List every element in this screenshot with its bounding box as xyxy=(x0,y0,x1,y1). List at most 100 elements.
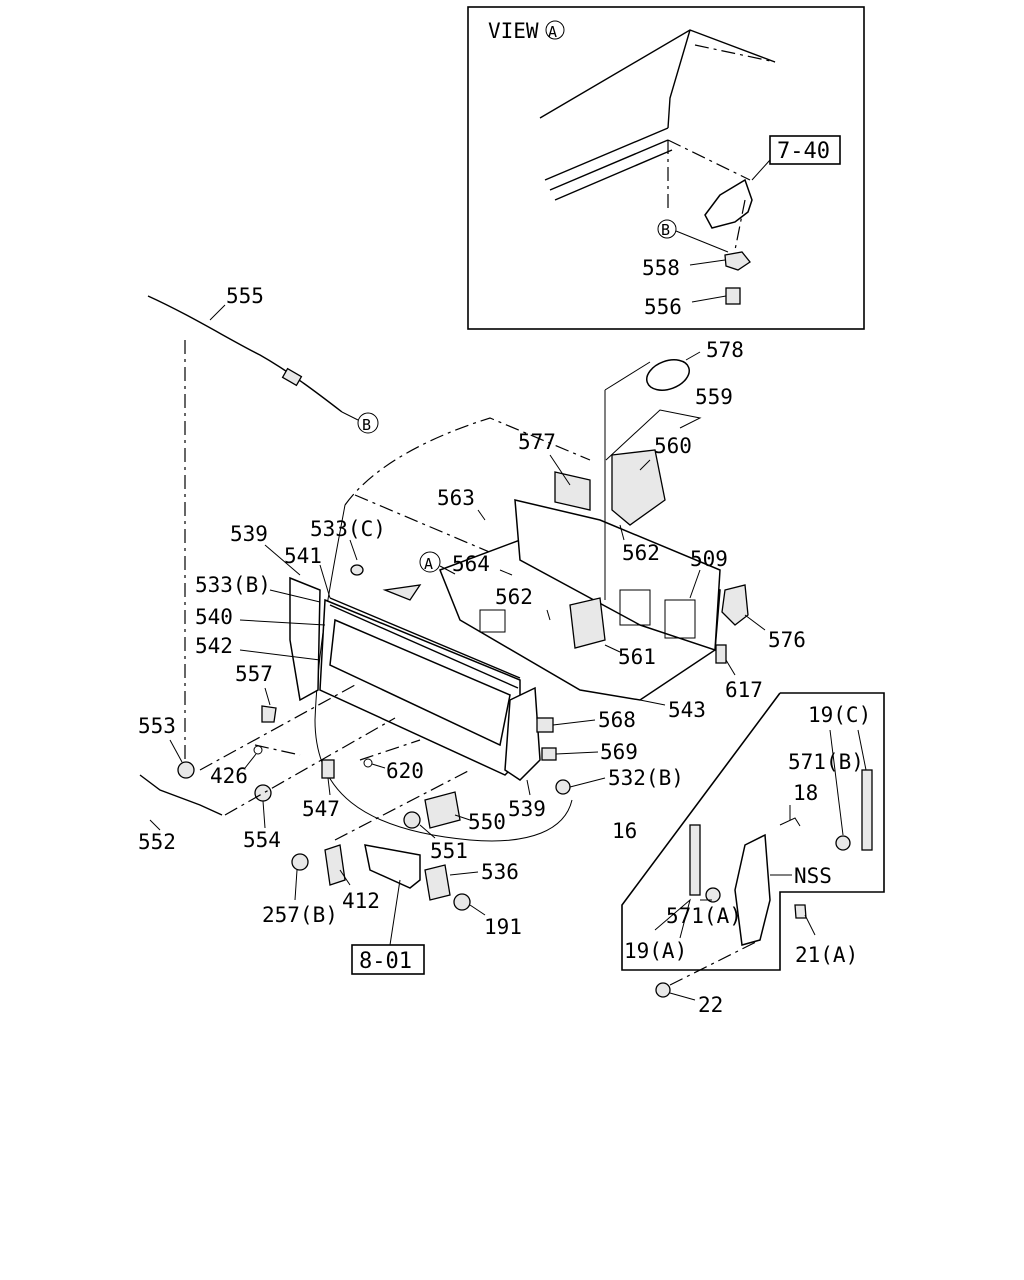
label-564: 564 xyxy=(452,552,490,576)
leader-539b xyxy=(526,779,531,796)
leader-556 xyxy=(691,295,727,303)
label-617: 617 xyxy=(725,678,763,702)
label-562b: 562 xyxy=(495,585,533,609)
marker-a: A xyxy=(424,555,433,573)
leader-801 xyxy=(389,879,401,946)
inset-dash-down xyxy=(734,199,746,251)
label-551: 551 xyxy=(430,839,468,863)
leader-620 xyxy=(371,763,386,769)
inset-marker-b-circle xyxy=(657,219,677,239)
inset-bracket xyxy=(704,178,753,229)
inset-cab-edge-2 xyxy=(549,139,669,191)
leader-536 xyxy=(449,871,479,876)
inset-cab-pillar xyxy=(667,29,691,129)
grille-539-right xyxy=(504,686,541,781)
label-536: 536 xyxy=(481,860,519,884)
leader-19a xyxy=(654,898,691,939)
part-554-shape xyxy=(254,784,272,802)
part-571a-shape xyxy=(705,887,721,903)
label-571b: 571(B) xyxy=(788,750,864,774)
label-563: 563 xyxy=(437,486,475,510)
label-558: 558 xyxy=(642,256,680,280)
inset-cab-edge-1 xyxy=(544,127,669,181)
detail-16-frame xyxy=(621,692,885,971)
part-426-shape xyxy=(253,745,263,755)
leader-552 xyxy=(149,819,161,831)
label-552: 552 xyxy=(138,830,176,854)
part-561-shape xyxy=(569,597,606,649)
leader-533b xyxy=(269,589,321,603)
part-553-shape xyxy=(177,761,195,779)
marker-b-circle xyxy=(357,412,379,434)
label-553: 553 xyxy=(138,714,176,738)
ref-box-8-01 xyxy=(351,944,425,975)
label-19c: 19(C) xyxy=(808,703,871,727)
label-16: 16 xyxy=(612,819,637,843)
label-426: 426 xyxy=(210,764,248,788)
inset-ref-leader xyxy=(751,159,771,181)
grille-top-edge xyxy=(329,597,521,679)
cab-dash-mid xyxy=(354,494,521,566)
leader-lines xyxy=(149,351,867,1001)
leader-554 xyxy=(262,800,266,829)
part-617-shape xyxy=(715,644,727,664)
part-19c-strip xyxy=(861,769,873,851)
dash-426 xyxy=(254,744,301,756)
label-191: 191 xyxy=(484,915,522,939)
part-557-shape xyxy=(261,705,277,723)
leader-532b xyxy=(569,777,606,788)
leader-563 xyxy=(477,509,486,521)
label-556: 556 xyxy=(644,295,682,319)
leader-509 xyxy=(689,569,701,599)
part-labels: 578 559 577 560 563 539 533(C) 562 541 5… xyxy=(138,338,806,939)
leader-412 xyxy=(339,869,351,886)
ref-box-8-01-text: 8-01 xyxy=(359,949,412,974)
part-578-shape xyxy=(646,359,690,391)
panel-509-shape xyxy=(514,499,721,652)
label-541: 541 xyxy=(284,544,322,568)
label-543: 543 xyxy=(668,698,706,722)
label-555: 555 xyxy=(226,284,264,308)
part-560-shape xyxy=(611,449,666,526)
part-577-shape xyxy=(554,471,591,511)
part-532b-shape xyxy=(555,779,571,795)
panel-543-window xyxy=(479,609,506,633)
leader-577 xyxy=(549,454,571,486)
part-551-shape xyxy=(403,811,421,829)
leader-562b xyxy=(546,609,551,621)
grille-542-inner xyxy=(329,618,511,747)
leader-426 xyxy=(244,753,257,769)
label-542: 542 xyxy=(195,634,233,658)
label-509: 509 xyxy=(690,547,728,571)
part-550-shape xyxy=(424,791,461,829)
part-576-shape xyxy=(721,584,749,626)
leader-533c xyxy=(349,539,358,561)
cable-555-group: 555 B xyxy=(147,284,379,770)
leader-560 xyxy=(639,459,651,471)
inset-roof-dash xyxy=(694,44,776,63)
part-536-shape xyxy=(424,864,451,901)
part-620-shape xyxy=(363,758,373,768)
grille-assembly xyxy=(289,564,571,795)
leader-22 xyxy=(669,992,696,1001)
front-arrow xyxy=(382,584,422,601)
leader-555-b xyxy=(341,411,359,421)
label-576: 576 xyxy=(768,628,806,652)
leader-578 xyxy=(685,351,701,361)
part-8-01-lamp xyxy=(364,844,421,889)
dash-22 xyxy=(669,939,761,986)
leader-564 xyxy=(499,569,513,576)
grille-539-left xyxy=(289,576,321,702)
leader-550 xyxy=(454,814,471,821)
leader-576 xyxy=(744,614,766,631)
label-560: 560 xyxy=(654,434,692,458)
label-533c: 533(C) xyxy=(310,517,386,541)
lower-hardware xyxy=(139,684,471,911)
label-562a: 562 xyxy=(622,541,660,565)
panel-509-window-1 xyxy=(619,589,651,626)
rod-552 xyxy=(139,774,223,816)
label-540: 540 xyxy=(195,605,233,629)
part-569-shape xyxy=(541,747,557,761)
dash-554 xyxy=(224,717,396,816)
